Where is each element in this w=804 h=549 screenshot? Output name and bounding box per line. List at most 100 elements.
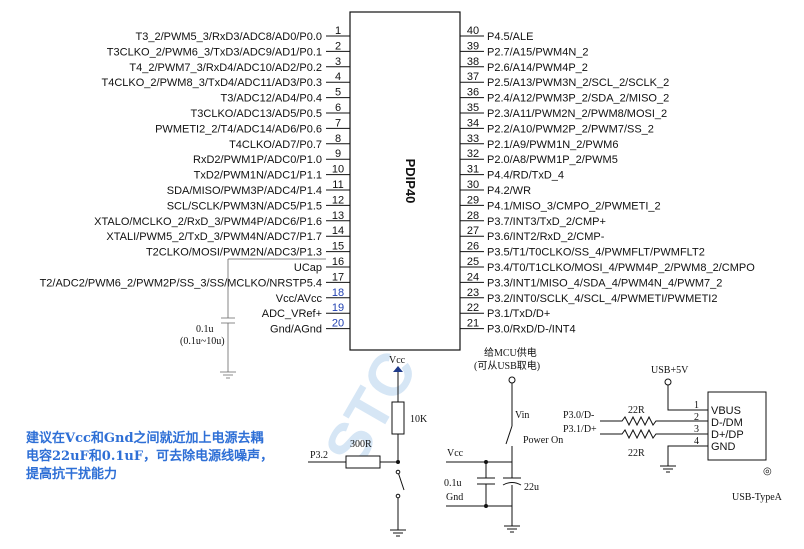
right-pin-label: P3.2/INT0/SCLK_4/SCL_4/PWMETI/PWMETI2	[487, 293, 717, 305]
reset-wires	[390, 372, 406, 537]
left-pin-label: UCap	[294, 262, 322, 274]
right-pin-label: P2.6/A14/PWM4P_2	[487, 62, 588, 74]
supply-subtitle: (可从USB取电)	[474, 359, 540, 372]
right-pin-label: P2.2/A10/PWM2P_2/PWM7/SS_2	[487, 123, 654, 135]
left-pin-number: 10	[332, 164, 344, 176]
supply-capacitors	[446, 462, 522, 533]
left-pin-label: T3CLKO_2/PWM6_3/TxD3/ADC9/AD1/P0.1	[107, 46, 322, 58]
dp-resistor	[600, 428, 708, 440]
left-pin-label: T3/ADC12/AD4/P0.4	[221, 93, 323, 105]
left-pin-label: T2/ADC2/PWM6_2/PWM2P/SS_3/SS/MCLKO/NRSTP…	[40, 277, 322, 289]
left-pin-label: T3_2/PWM5_3/RxD3/ADC8/AD0/P0.0	[136, 31, 322, 43]
right-pin-number: 29	[467, 194, 479, 206]
left-pin-number: 18	[332, 287, 344, 299]
left-pin-label: SDA/MISO/PWM3P/ADC4/P1.4	[167, 185, 322, 197]
right-pin-label: P3.4/T0/T1CLKO/MOSI_4/PWM4P_2/PWM8_2/CMP…	[487, 262, 755, 274]
pullup-resistor-value: 10K	[410, 414, 428, 425]
c-small-value: 0.1u	[444, 478, 462, 489]
switch-contact-top	[395, 469, 401, 475]
dm-resistor	[600, 415, 708, 427]
left-pin-number: 1	[335, 25, 341, 37]
right-pin-label: P2.5/A13/PWM3N_2/SCL_2/SCLK_2	[487, 77, 669, 89]
right-pin-label: P3.1/TxD/D+	[487, 308, 550, 320]
power-switch-wires	[446, 383, 513, 463]
right-pin-label: P3.0/RxD/D-/INT4	[487, 324, 576, 336]
right-pin-label: P2.7/A15/PWM4N_2	[487, 46, 589, 58]
left-pin-label: T4_2/PWM7_3/RxD4/ADC10/AD2/P0.2	[129, 62, 322, 74]
right-pin-number: 40	[467, 25, 479, 37]
r-bottom-value: 22R	[628, 448, 645, 459]
right-pin-label: P2.1/A9/PWM1N_2/PWM6	[487, 139, 618, 151]
usb-connector-body	[707, 391, 767, 461]
p32-label: P3.2	[310, 450, 328, 461]
left-pin-label: SCL/SCLK/PWM3N/ADC5/P1.5	[167, 200, 322, 212]
vbus-wire	[667, 385, 708, 411]
vcc-junction	[484, 460, 488, 464]
usb-pin-name: GND	[711, 441, 736, 453]
left-pin-group: 1T3_2/PWM5_3/RxD3/ADC8/AD0/P0.02T3CLKO_2…	[40, 25, 350, 336]
right-pin-number: 30	[467, 179, 479, 191]
usb-gnd-wire	[660, 445, 708, 473]
usb-pin-number: 3	[694, 424, 699, 435]
left-pin-number: 9	[335, 148, 341, 160]
right-pin-number: 36	[467, 87, 479, 99]
supply-gnd-label: Gnd	[446, 492, 463, 503]
usb-pin-number: 2	[694, 412, 699, 423]
left-pin-number: 19	[332, 302, 344, 314]
left-pin-number: 11	[332, 179, 343, 191]
left-pin-number: 17	[332, 271, 344, 283]
right-pin-label: P4.5/ALE	[487, 31, 533, 43]
left-pin-number: 13	[332, 210, 344, 222]
right-pin-label: P2.3/A11/PWM2N_2/PWM8/MOSI_2	[487, 108, 667, 120]
left-pin-label: XTALI/PWM5_2/TxD_3/PWM4N/ADC7/P1.7	[106, 231, 322, 243]
left-pin-label: PWMETI2_2/T4/ADC14/AD6/P0.6	[155, 123, 322, 135]
supply-vcc-label: Vcc	[447, 448, 464, 459]
switch-contact-bottom	[395, 493, 401, 499]
right-pin-number: 34	[467, 117, 479, 129]
left-pin-number: 8	[335, 133, 341, 145]
right-pin-number: 39	[467, 40, 479, 52]
right-pin-number: 32	[467, 148, 479, 160]
left-pin-label: T4CLKO/AD7/P0.7	[229, 139, 322, 151]
left-pin-label: T2CLKO/MOSI/PWM2N/ADC3/P1.3	[146, 247, 322, 259]
right-pin-number: 22	[467, 302, 479, 314]
left-pin-number: 3	[335, 56, 341, 68]
right-pin-label: P2.4/A12/PWM3P_2/SDA_2/MISO_2	[487, 93, 669, 105]
left-pin-number: 14	[332, 225, 344, 237]
right-pin-label: P4.2/WR	[487, 185, 531, 197]
left-pin-label: Vcc/AVcc	[276, 293, 323, 305]
left-pin-label: T4CLKO_2/PWM8_3/TxD4/ADC11/AD3/P0.3	[102, 77, 323, 89]
usb-pin-number: 4	[694, 436, 699, 447]
right-pin-label: P3.6/INT2/RxD_2/CMP-	[487, 231, 605, 243]
left-pin-label: TxD2/PWM1N/ADC1/P1.1	[194, 170, 322, 182]
net-dm-label: P3.0/D-	[563, 410, 594, 421]
power-note-line-2: 电容22uF和0.1uF，可去除电源线噪声，	[26, 448, 273, 464]
usb-supply-label: USB+5V	[651, 365, 689, 376]
right-pin-label: P2.0/A8/PWM1P_2/PWM5	[487, 154, 618, 166]
gnd-junction	[484, 504, 488, 508]
right-pin-number: 24	[467, 271, 479, 283]
series-resistor	[345, 455, 381, 469]
c-big-value: 22u	[524, 482, 539, 493]
right-pin-number: 35	[467, 102, 479, 114]
power-on-label: Power On	[523, 435, 563, 446]
left-pin-number: 7	[335, 117, 341, 129]
ucap-value: 0.1u	[196, 324, 214, 335]
left-pin-label: RxD2/PWM1P/ADC0/P1.0	[193, 154, 322, 166]
right-pin-number: 28	[467, 210, 479, 222]
right-pin-number: 33	[467, 133, 479, 145]
left-pin-number: 4	[335, 71, 341, 83]
right-pin-number: 26	[467, 241, 479, 253]
vin-label: Vin	[515, 410, 529, 421]
right-pin-number: 38	[467, 56, 479, 68]
right-pin-number: 25	[467, 256, 479, 268]
reset-vcc-label: Vcc	[389, 355, 406, 366]
left-pin-label: T3CLKO/ADC13/AD5/P0.5	[191, 108, 322, 120]
ucap-range: (0.1u~10u)	[180, 336, 225, 347]
usb-pin-name: D+/DP	[711, 429, 744, 441]
usb-pin-name: D-/DM	[711, 417, 743, 429]
left-pin-number: 15	[332, 241, 344, 253]
